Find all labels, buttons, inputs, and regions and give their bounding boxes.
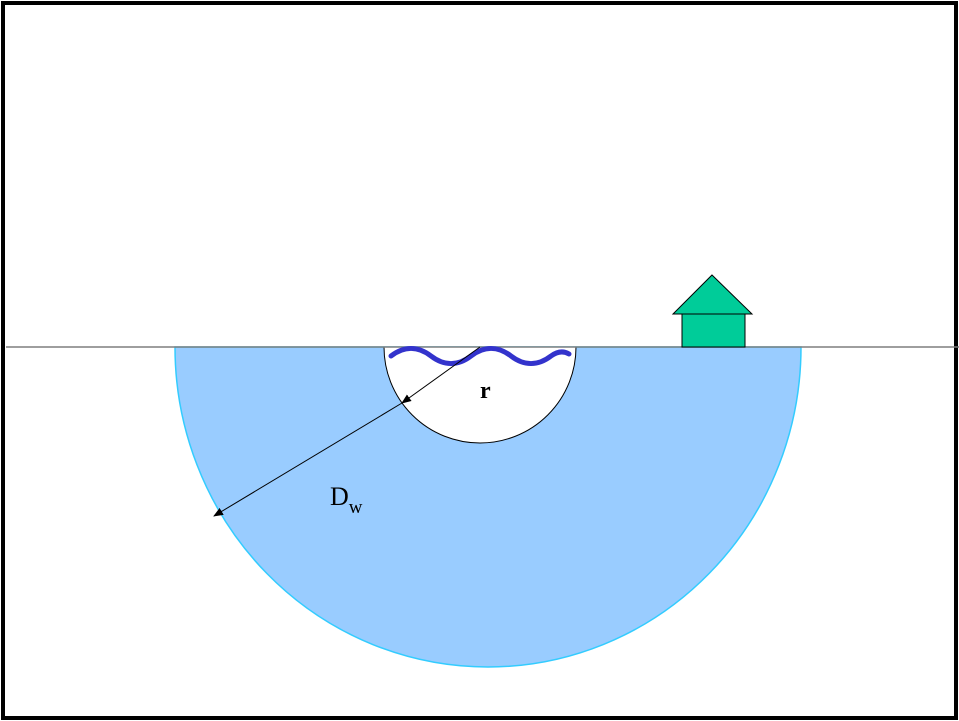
distance-arrow [213,402,403,517]
water-wave-icon [388,346,572,366]
distance-label-subscript: w [349,497,363,518]
distance-label: Dw [330,482,363,518]
house-icon [671,274,754,348]
influence-zone [174,346,802,668]
radius-label: r [480,378,491,404]
source-area [383,346,577,444]
distance-label-main: D [330,482,349,511]
radius-arrow [401,346,481,404]
